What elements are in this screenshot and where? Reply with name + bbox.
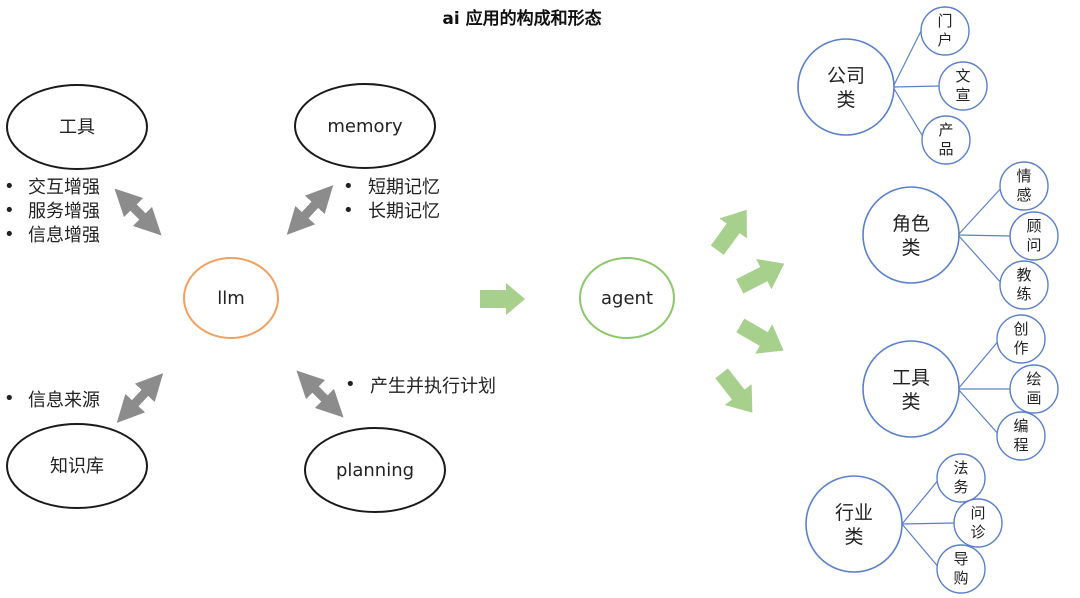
node-llm-label: llm bbox=[217, 288, 245, 309]
tools-bullets: • 交互增强 • 服务增强 • 信息增强 bbox=[4, 176, 100, 246]
leaf-label: 创 bbox=[1013, 320, 1028, 338]
node-tools: 工具 bbox=[6, 84, 148, 170]
node-memory-label: memory bbox=[327, 116, 403, 137]
category-label: 公司 bbox=[827, 65, 865, 87]
right-arrow-icon bbox=[715, 368, 753, 413]
bullet-dot: • bbox=[345, 374, 356, 395]
bullet-item: 信息增强 bbox=[28, 225, 100, 246]
category-circle bbox=[862, 186, 960, 284]
leaf-circles bbox=[920, 6, 1059, 594]
category-labels: 公司 类 角色 类 工具 类 行业 类 bbox=[827, 65, 930, 548]
green-arrows bbox=[480, 209, 785, 413]
double-arrow-icon bbox=[296, 370, 344, 418]
right-arrow-icon bbox=[480, 283, 525, 315]
category-label: 类 bbox=[844, 526, 863, 548]
memory-bullets: • 短期记忆 • 长期记忆 bbox=[343, 176, 440, 222]
node-llm: llm bbox=[183, 257, 279, 339]
category-label: 行业 bbox=[835, 502, 873, 524]
node-planning-label: planning bbox=[336, 460, 414, 481]
leaf-label: 情 bbox=[1016, 167, 1031, 185]
leaf-label: 文 bbox=[955, 67, 970, 85]
bullet-dot: • bbox=[4, 200, 15, 221]
diagram-title: ai 应用的构成和形态 bbox=[442, 8, 601, 29]
leaf-label: 问 bbox=[970, 504, 985, 522]
node-memory: memory bbox=[294, 83, 436, 169]
bullet-item: 长期记忆 bbox=[368, 201, 440, 222]
node-knowledge-label: 知识库 bbox=[50, 456, 104, 477]
leaf-labels: 门 户 文 宣 产 品 情 感 顾 问 教 练 创 作 绘 画 编 程 法 务 … bbox=[937, 12, 1041, 587]
category-circle bbox=[805, 475, 903, 573]
bullet-item: 信息来源 bbox=[28, 390, 100, 411]
node-knowledge: 知识库 bbox=[6, 423, 148, 509]
leaf-label: 程 bbox=[1013, 436, 1028, 454]
bullet-item: 产生并执行计划 bbox=[370, 376, 496, 397]
category-circle bbox=[797, 38, 895, 136]
leaf-label: 作 bbox=[1013, 339, 1028, 357]
category-circle bbox=[862, 340, 960, 438]
leaf-label: 练 bbox=[1016, 285, 1031, 303]
bullet-dot: • bbox=[4, 388, 15, 409]
category-label: 工具 bbox=[892, 367, 930, 389]
leaf-label: 导 bbox=[953, 550, 968, 568]
double-arrow-icon bbox=[286, 185, 334, 235]
bullet-dot: • bbox=[4, 224, 15, 245]
bullet-item: 短期记忆 bbox=[368, 177, 440, 198]
leaf-label: 产 bbox=[938, 121, 953, 139]
leaf-label: 画 bbox=[1026, 389, 1041, 407]
leaf-label: 法 bbox=[953, 459, 968, 477]
bullet-dot: • bbox=[343, 200, 354, 221]
node-tools-label: 工具 bbox=[59, 117, 95, 138]
node-agent: agent bbox=[579, 257, 675, 339]
bullet-item: 服务增强 bbox=[28, 201, 100, 222]
leaf-label: 务 bbox=[953, 478, 968, 496]
leaf-label: 诊 bbox=[970, 523, 985, 541]
right-arrow-icon bbox=[736, 318, 784, 354]
bullet-dot: • bbox=[343, 176, 354, 197]
leaf-label: 品 bbox=[938, 140, 953, 158]
category-label: 类 bbox=[901, 237, 920, 259]
node-planning: planning bbox=[304, 427, 446, 513]
leaf-label: 宣 bbox=[955, 86, 970, 104]
leaf-label: 购 bbox=[953, 569, 968, 587]
category-connectors bbox=[892, 30, 1011, 570]
bullet-dot: • bbox=[4, 176, 15, 197]
leaf-label: 顾 bbox=[1026, 217, 1041, 235]
double-arrow-icon bbox=[116, 373, 164, 423]
leaf-label: 问 bbox=[1026, 236, 1041, 254]
leaf-label: 感 bbox=[1016, 186, 1031, 204]
leaf-label: 户 bbox=[937, 31, 952, 49]
leaf-label: 绘 bbox=[1026, 370, 1041, 388]
right-arrow-icon bbox=[736, 258, 785, 294]
category-label: 类 bbox=[836, 89, 855, 111]
knowledge-bullets: • 信息来源 bbox=[4, 388, 100, 411]
leaf-label: 编 bbox=[1013, 417, 1028, 435]
node-agent-label: agent bbox=[601, 288, 653, 309]
right-arrow-icon bbox=[710, 209, 747, 255]
category-label: 类 bbox=[901, 391, 920, 413]
leaf-label: 门 bbox=[937, 12, 952, 30]
planning-bullets: • 产生并执行计划 bbox=[345, 374, 496, 397]
bullet-item: 交互增强 bbox=[28, 177, 100, 198]
leaf-label: 教 bbox=[1016, 266, 1031, 284]
double-arrow-icon bbox=[114, 188, 162, 236]
category-circles bbox=[797, 38, 960, 573]
category-label: 角色 bbox=[892, 213, 930, 235]
